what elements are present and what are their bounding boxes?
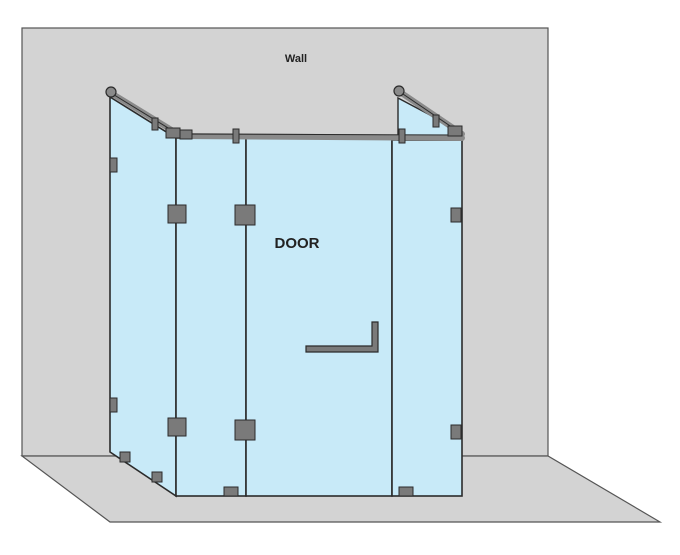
wall-clip: [109, 397, 118, 413]
corner-clamp: [167, 417, 187, 437]
front-fixed-panel-right: [391, 139, 463, 497]
floor-clip: [398, 486, 414, 497]
front-fixed-panel-left: [175, 137, 247, 497]
rail-clamp: [232, 128, 240, 144]
rail-clamp: [151, 117, 159, 131]
wall-clip: [450, 424, 462, 440]
left-side-glass-panel: [109, 95, 177, 498]
rail-clamp: [432, 114, 440, 128]
right-wall-mount: [393, 85, 405, 97]
rail-clamp: [398, 128, 406, 144]
left-support-rail-outline: [110, 92, 179, 135]
front-support-rail-outline: [177, 133, 463, 136]
door-hinge: [234, 419, 256, 441]
door-hinge: [234, 204, 256, 226]
rail-corner-connector: [179, 129, 193, 140]
rail-corner-connector: [447, 125, 463, 137]
wall-clip: [450, 207, 462, 223]
door-panel: [245, 137, 393, 497]
left-wall-mount: [105, 86, 117, 98]
rail-corner-connector: [165, 127, 181, 139]
floor-clip: [119, 451, 131, 463]
wall-clip: [109, 157, 118, 173]
wall-label: Wall: [285, 53, 307, 65]
floor-clip: [223, 486, 239, 497]
door-handle: [305, 321, 379, 353]
corner-clamp: [167, 204, 187, 224]
front-support-rail: [175, 133, 465, 141]
floor-clip: [151, 471, 163, 483]
door-label: DOOR: [275, 235, 320, 252]
